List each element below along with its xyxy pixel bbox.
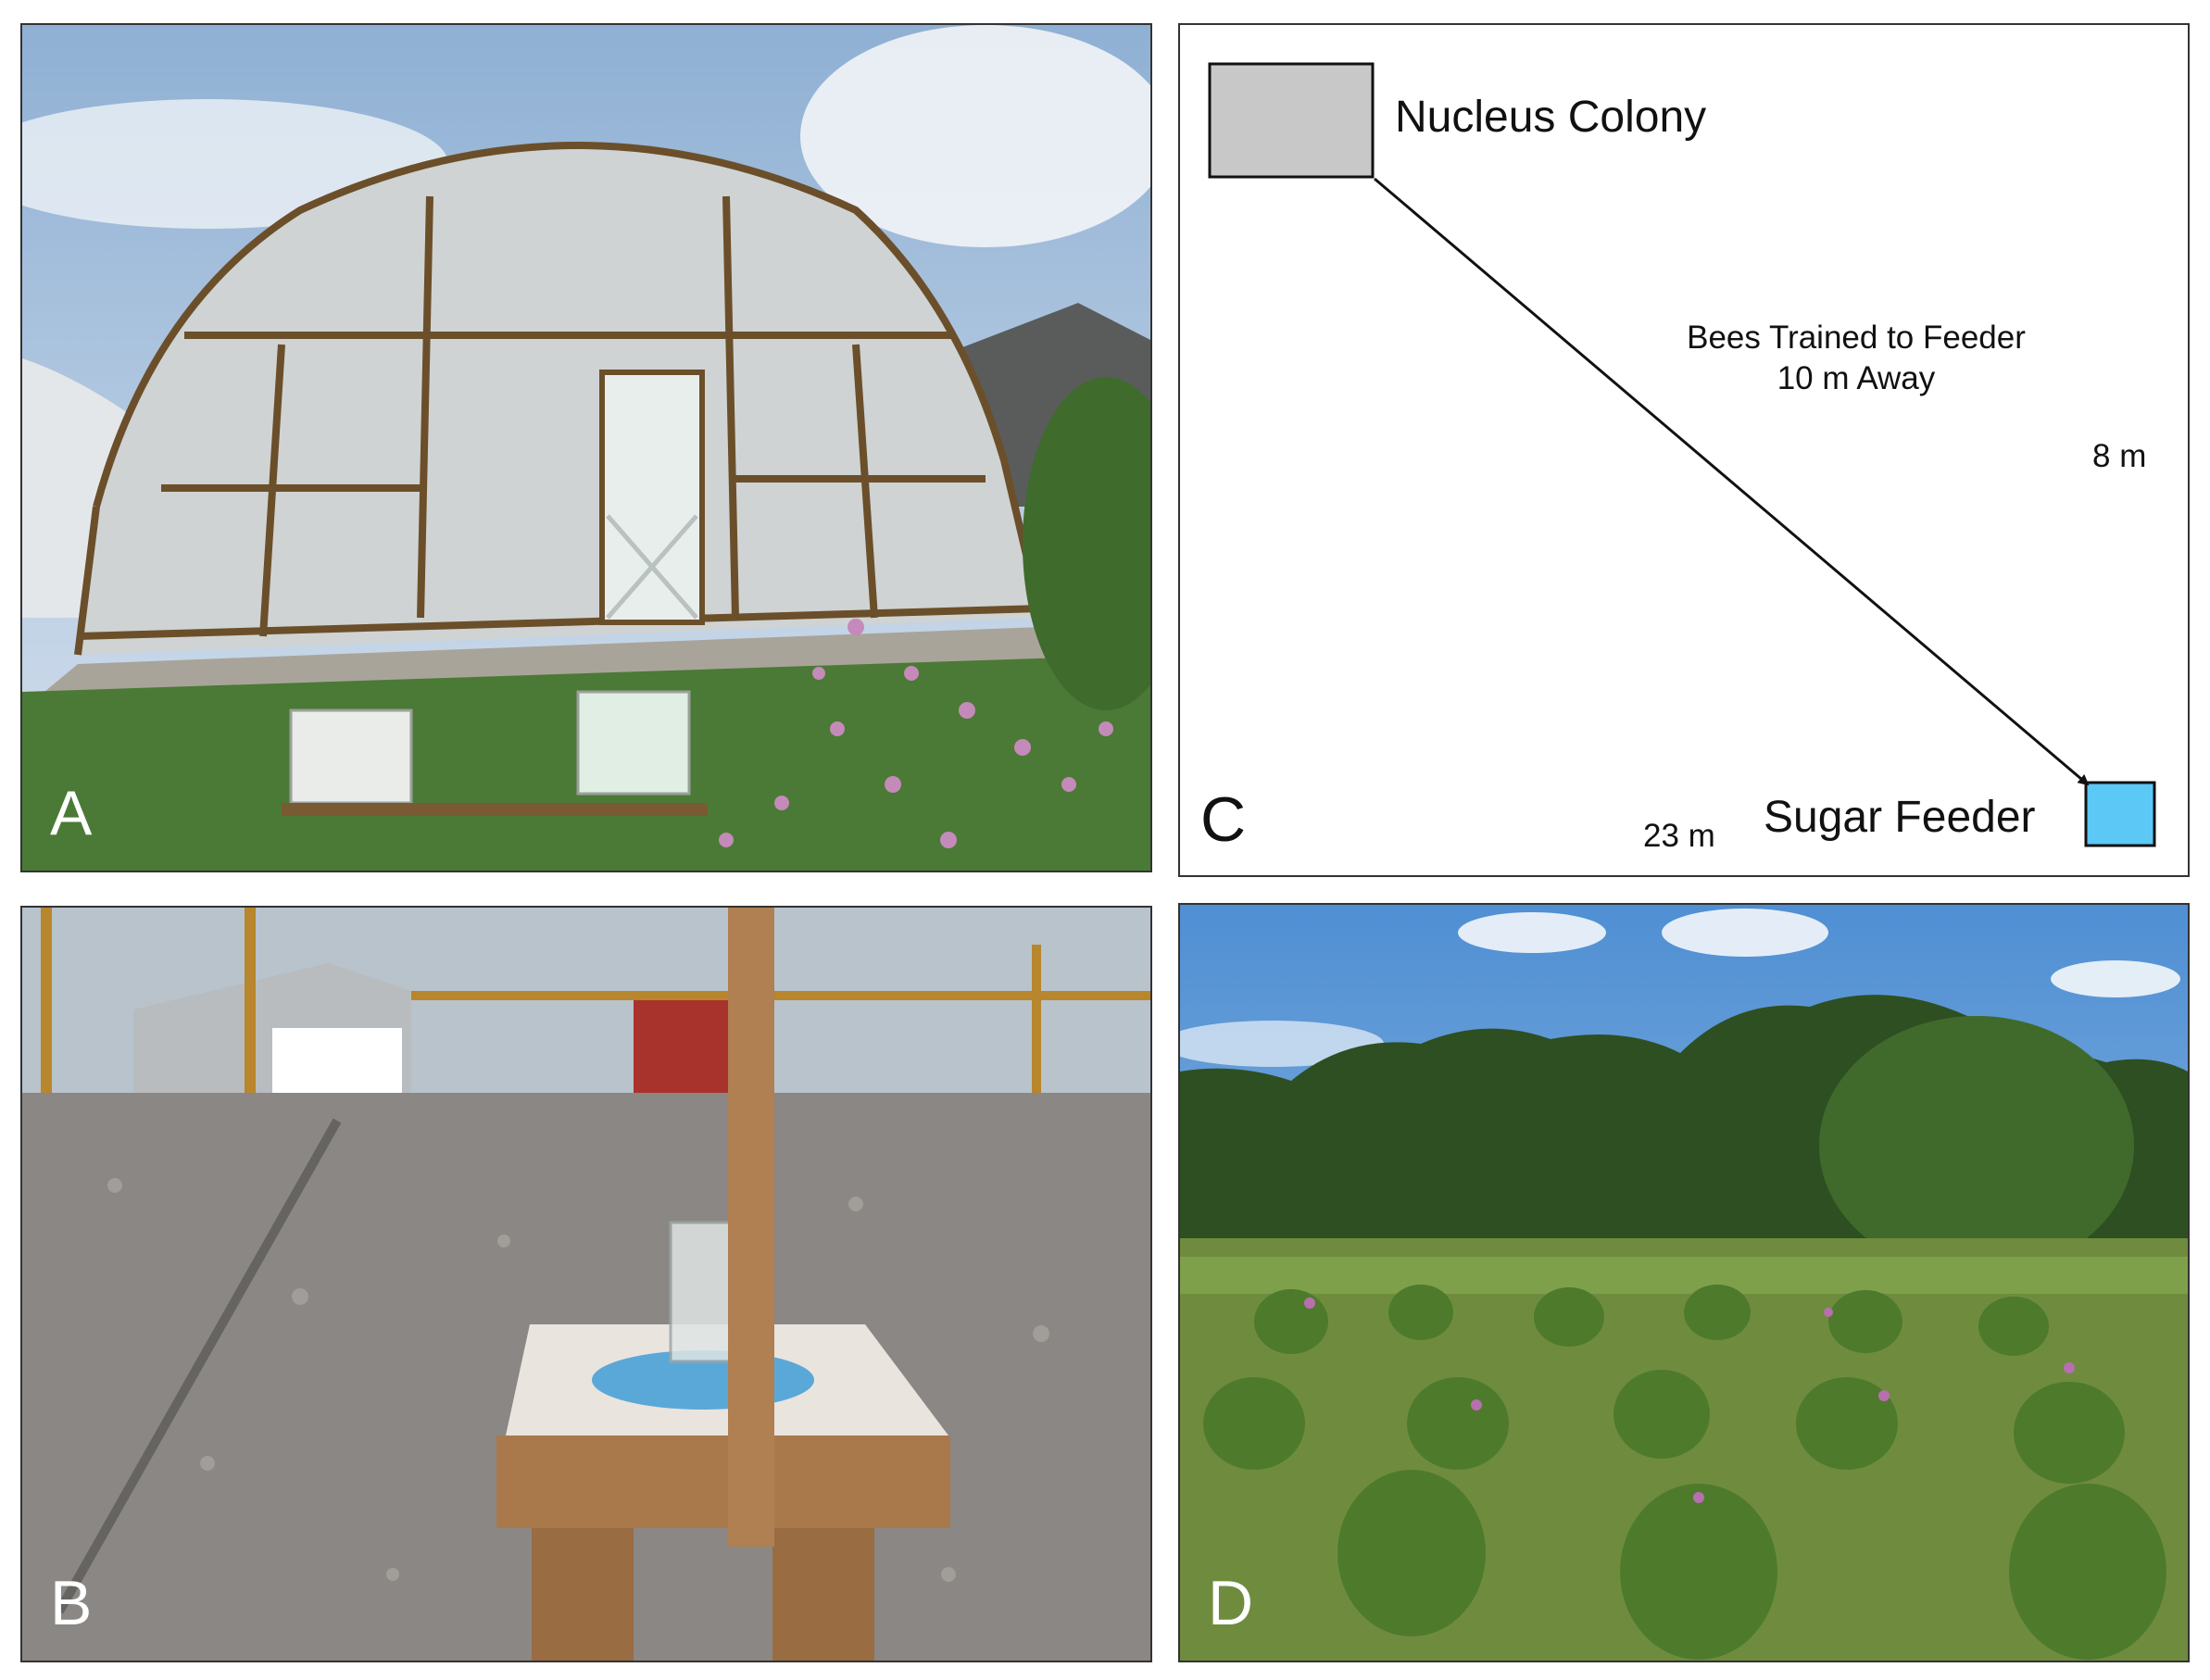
panel-d-field-photo: D bbox=[1178, 903, 2190, 1662]
panel-a-letter: A bbox=[50, 778, 93, 848]
panel-b-letter: B bbox=[50, 1568, 93, 1638]
height-dimension-label: 8 m bbox=[2092, 438, 2147, 474]
panel-c-layout-diagram: Nucleus Colony Bees Trained to Feeder 10… bbox=[1178, 23, 2190, 877]
panel-d-letter: D bbox=[1208, 1568, 1254, 1638]
greenhouse-image bbox=[22, 25, 1150, 871]
panel-a-greenhouse-photo: A bbox=[20, 23, 1152, 872]
panel-c-letter: C bbox=[1200, 784, 1247, 855]
sugar-feeder-box bbox=[2084, 781, 2156, 847]
layout-diagram bbox=[1208, 62, 2156, 847]
flight-path-arrow bbox=[1374, 177, 2090, 786]
width-dimension-label: 23 m bbox=[1643, 818, 1715, 854]
panel-b-feeder-photo: B bbox=[20, 906, 1152, 1662]
training-distance-line-2: 10 m Away bbox=[1777, 360, 1936, 396]
feeder-image bbox=[22, 908, 1150, 1661]
nucleus-colony-label: Nucleus Colony bbox=[1395, 93, 1707, 142]
sugar-feeder-label: Sugar Feeder bbox=[1764, 793, 2036, 842]
field-image bbox=[1180, 905, 2188, 1661]
nucleus-colony-box bbox=[1208, 62, 1375, 179]
training-distance-line-1: Bees Trained to Feeder bbox=[1687, 320, 2026, 356]
